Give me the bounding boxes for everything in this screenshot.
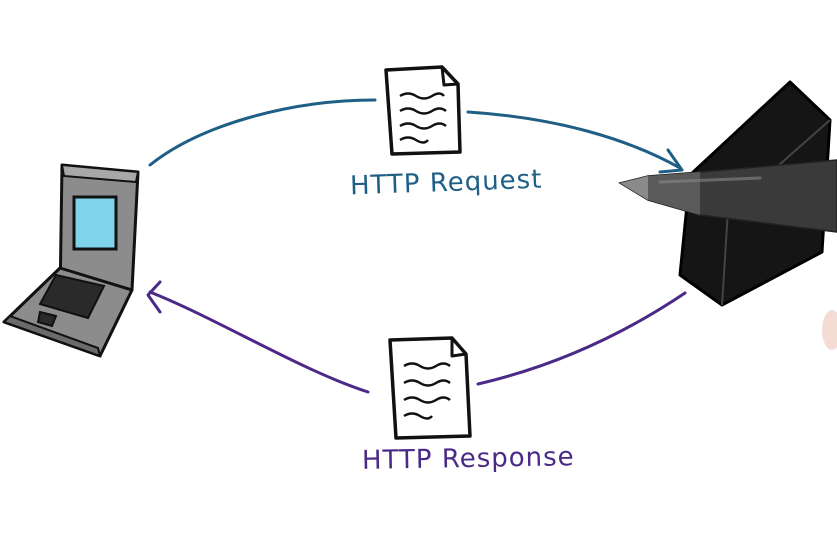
request-arrowhead	[658, 148, 684, 174]
response-arrow	[476, 291, 687, 386]
response-document-icon	[388, 336, 472, 440]
response-arrow-tail	[148, 290, 370, 394]
pen-icon	[618, 159, 837, 350]
request-document-icon	[384, 65, 462, 156]
laptop-icon	[2, 163, 140, 358]
request-arrow-tail	[466, 110, 682, 170]
response-arrowhead	[146, 280, 162, 314]
http-response-label: HTTP Response	[361, 442, 575, 476]
request-arrow	[148, 98, 377, 167]
